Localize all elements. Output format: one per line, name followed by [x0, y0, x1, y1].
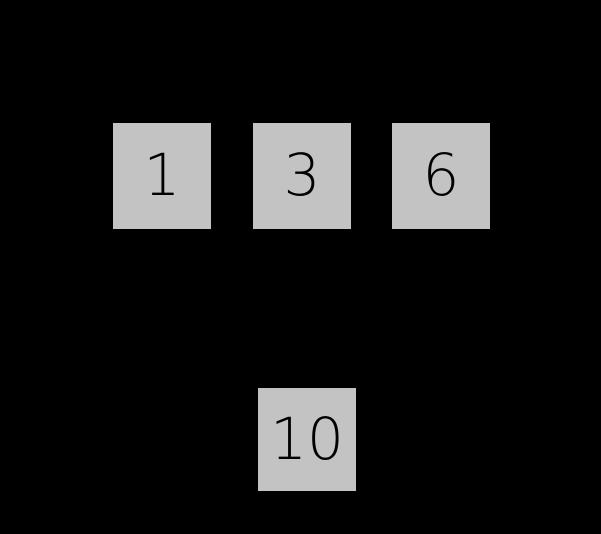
node-label: 1 [143, 141, 181, 209]
node-label: 6 [422, 141, 460, 209]
node-box-1[interactable]: 1 [113, 123, 211, 229]
node-box-6[interactable]: 6 [392, 123, 490, 229]
node-label: 10 [270, 404, 344, 473]
node-box-3[interactable]: 3 [253, 123, 351, 229]
node-box-10[interactable]: 10 [258, 388, 356, 491]
node-label: 3 [283, 141, 321, 209]
